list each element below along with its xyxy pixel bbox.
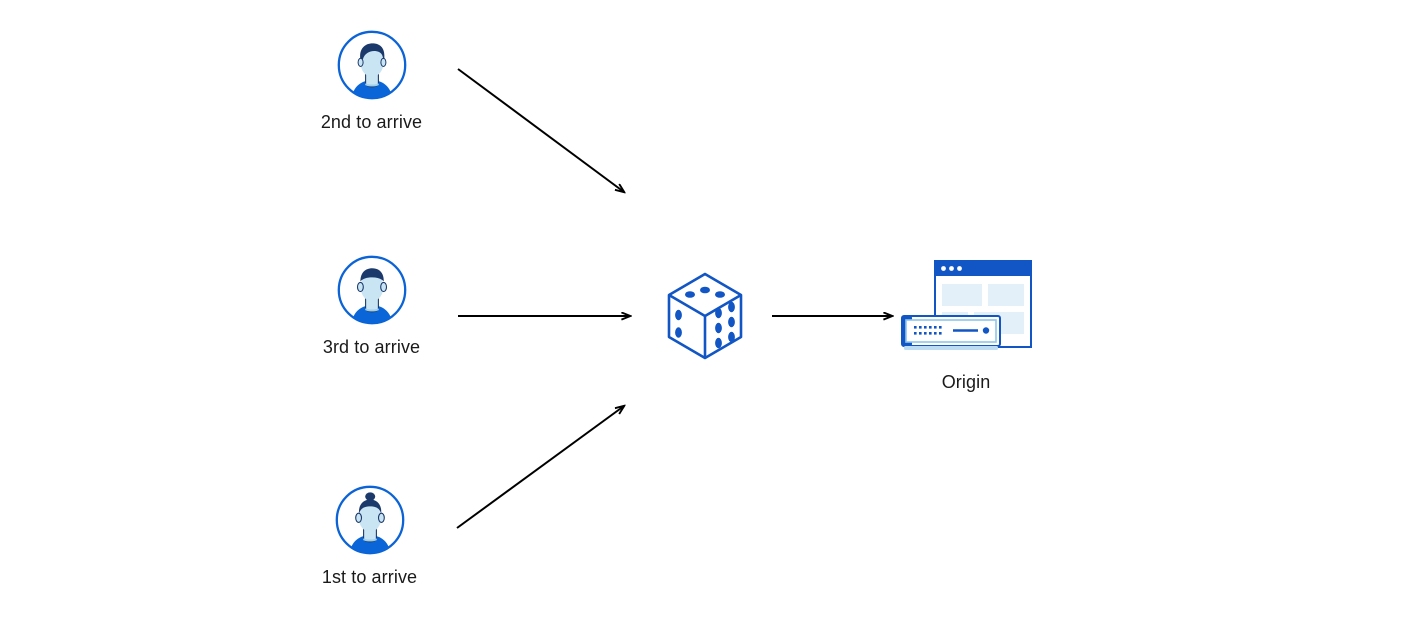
dice-icon bbox=[663, 270, 747, 360]
origin-server-icon bbox=[898, 258, 1034, 358]
router-appliance bbox=[901, 315, 1001, 350]
user-avatar-icon bbox=[333, 483, 407, 557]
node-visitor-3rd[interactable]: 3rd to arrive bbox=[303, 253, 440, 358]
user-avatar-icon bbox=[335, 253, 409, 327]
node-label: Origin bbox=[941, 372, 991, 392]
node-origin[interactable]: Origin bbox=[896, 258, 1036, 393]
node-label: 3rd to arrive bbox=[322, 337, 421, 357]
node-visitor-1st[interactable]: 1st to arrive bbox=[301, 483, 438, 588]
node-randomizer[interactable] bbox=[660, 270, 750, 360]
arrow-1st-to-dice bbox=[456, 406, 624, 529]
node-label: 2nd to arrive bbox=[320, 112, 423, 132]
node-label: 1st to arrive bbox=[321, 567, 418, 587]
arrow-2nd-to-dice bbox=[457, 68, 624, 192]
user-avatar-icon bbox=[335, 28, 409, 102]
node-visitor-2nd[interactable]: 2nd to arrive bbox=[303, 28, 440, 133]
